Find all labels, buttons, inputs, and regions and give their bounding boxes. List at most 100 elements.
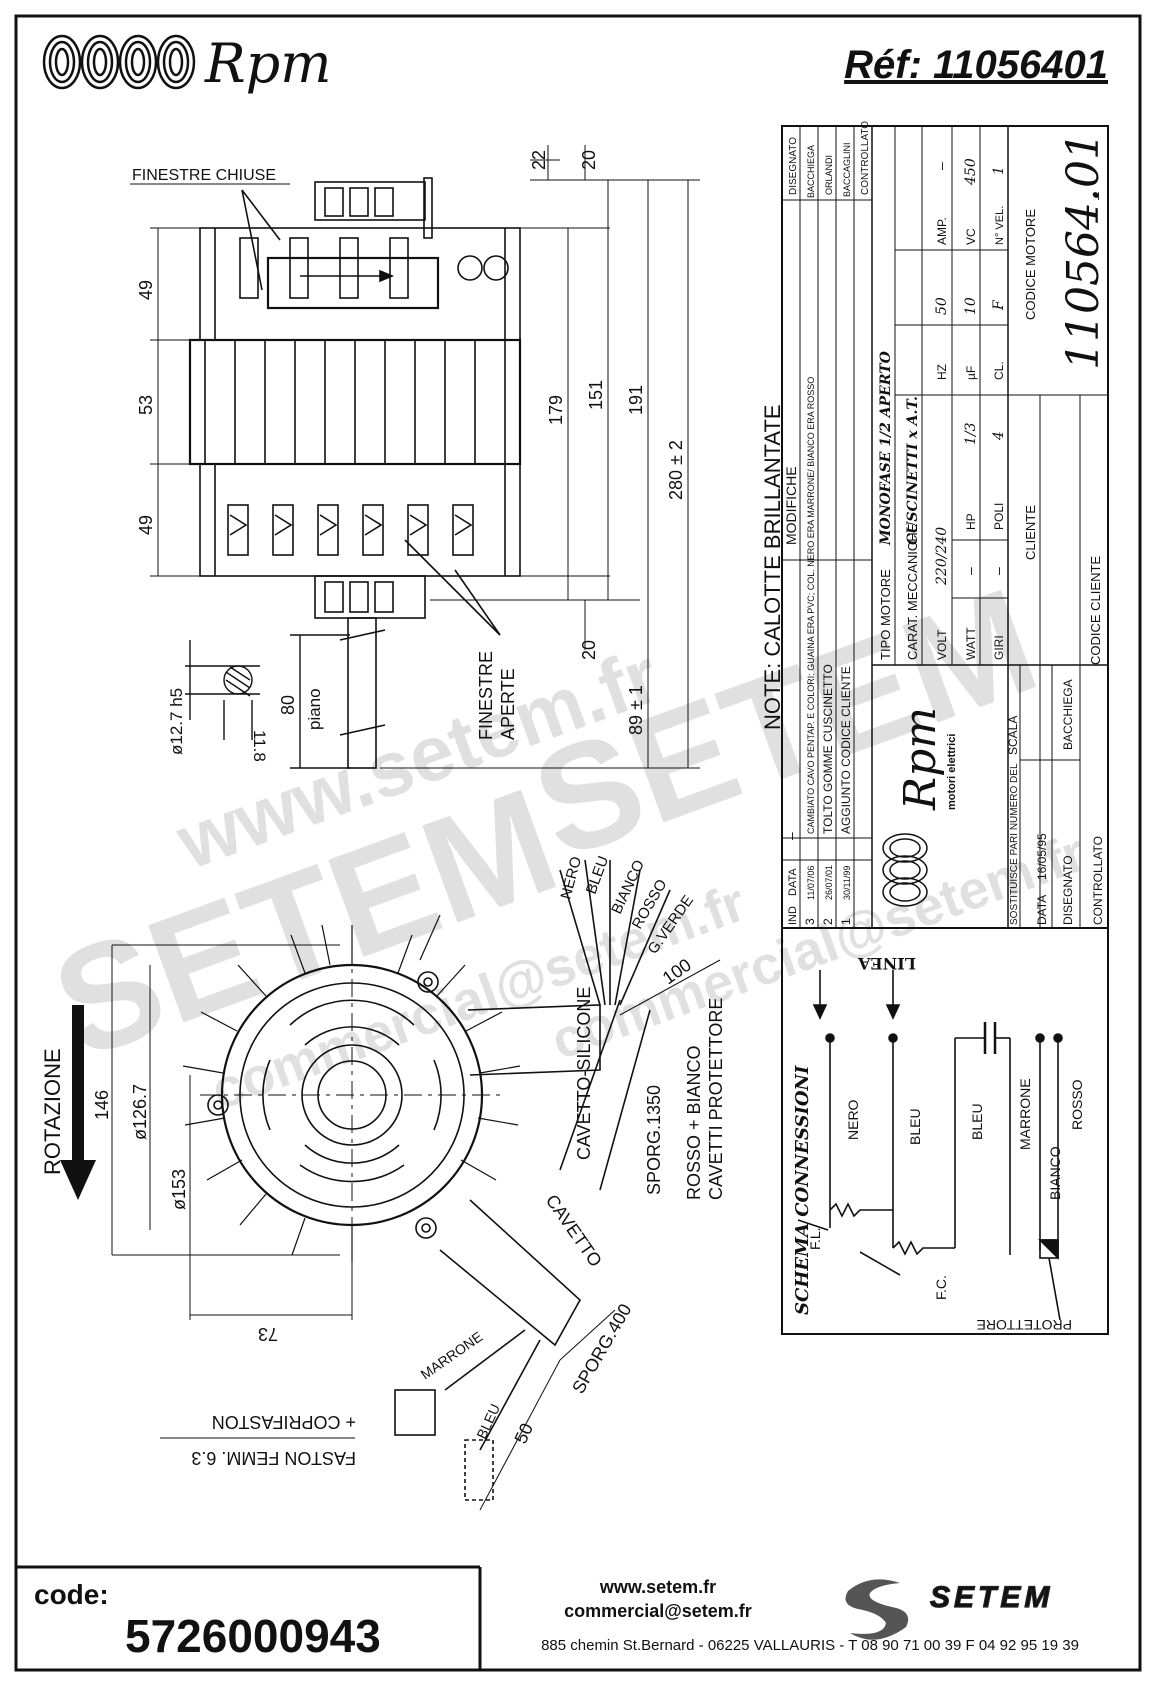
watt-label: WATT: [964, 627, 978, 660]
label-cavetto-silicone: CAVETTO-SILICONE: [574, 987, 594, 1160]
title-block-text: IND DATA MODIFICHE DISEGNATO CONTROLLATO…: [783, 121, 1109, 925]
wiring-schema: [781, 927, 1109, 1335]
dim-191: 191: [626, 385, 646, 415]
mod-2-dis: ORLANDI: [824, 155, 834, 195]
dim-153: ø153: [169, 1169, 189, 1210]
watt: –: [962, 567, 978, 575]
schema-bleu-1: BLEU: [907, 1108, 923, 1145]
carat: CUSCINETTI x A.T.: [905, 396, 921, 545]
title-logo: Rpm motori elettrici: [882, 707, 958, 907]
codice-cliente-label: CODICE CLIENTE: [1088, 556, 1103, 665]
label-cavetto: CAVETTO: [542, 1191, 606, 1271]
label-cavetti-protettore: CAVETTI PROTETTORE: [706, 998, 726, 1200]
mod-2-text: TOLTO GOMME CUSCINETTO: [821, 664, 835, 834]
motor-front-view: [111, 859, 721, 1511]
dim-shaft-length: 80: [278, 695, 298, 715]
hp-label: HP: [964, 513, 978, 530]
schema-nero: NERO: [845, 1099, 861, 1140]
mod-3-ind: 3: [803, 918, 817, 925]
code-value: 5726000943: [125, 1610, 381, 1662]
data: 16/05/95: [1035, 833, 1049, 880]
setem-logo-icon: [845, 1579, 909, 1640]
col-ind: IND: [787, 906, 799, 925]
dim-22: 22: [529, 150, 549, 170]
dim-49-top: 49: [136, 280, 156, 300]
mod-1-ind: 1: [839, 918, 853, 925]
shaft-detail: [185, 634, 350, 769]
nvel-label: N° VEL.: [994, 206, 1006, 245]
cliente-label: CLIENTE: [1023, 505, 1038, 560]
mod-1-dis: BACCAGLINI: [842, 142, 852, 197]
amp-label: AMP.: [935, 217, 949, 245]
dim-50: 50: [510, 1420, 537, 1447]
dim-49-bottom: 49: [136, 515, 156, 535]
footer-website: www.setem.fr: [599, 1577, 716, 1597]
label-piano: piano: [305, 688, 324, 730]
cl: F: [991, 299, 1007, 311]
brand-name: Rpm: [204, 32, 331, 95]
poli: 4: [991, 431, 1007, 441]
dim-53: 53: [136, 395, 156, 415]
disegnato-label: DISEGNATO: [1061, 855, 1075, 925]
carat-label: CARAT. MECCANICHE: [905, 523, 920, 660]
schema-title: SCHEMA CONNESSIONI: [792, 1065, 813, 1315]
label-finestre-aperte-1: FINESTRE: [476, 651, 496, 740]
poli-label: POLI: [992, 503, 1006, 530]
volt-label: VOLT: [935, 629, 949, 660]
tipo-motore: MONOFASE 1/2 APERTO: [878, 350, 894, 546]
hz-label: HZ: [935, 364, 949, 380]
dash-2: –: [783, 832, 799, 840]
footer-email: commercial@setem.fr: [564, 1601, 752, 1621]
svg-text:motori elettrici: motori elettrici: [946, 734, 958, 810]
scala: SCALA: [1006, 716, 1020, 755]
hz: 50: [934, 297, 950, 315]
col-controllato: CONTROLLATO: [860, 121, 871, 195]
schema-rosso: ROSSO: [1069, 1079, 1085, 1130]
dash-1: –: [1089, 192, 1105, 200]
col-disegnato: DISEGNATO: [788, 137, 799, 195]
footer-company: SETEM: [930, 1581, 1053, 1614]
volt: 220/240: [934, 527, 950, 586]
dim-sporg-400: SPORG.400: [568, 1300, 635, 1397]
mod-3-text: CAMBIATO CAVO PENTAP. E COLORI: GUAINA E…: [806, 377, 816, 834]
codice-motore-label: CODICE MOTORE: [1023, 209, 1038, 320]
schema-bleu-2: BLEU: [969, 1103, 985, 1140]
codice-motore: 110564.01: [1058, 132, 1109, 370]
schema-bianco: BIANCO: [1047, 1146, 1063, 1200]
dim-20-bottom: 20: [579, 640, 599, 660]
controllato-label: CONTROLLATO: [1091, 836, 1105, 925]
vc: 450: [963, 158, 979, 186]
rotation-arrow-icon: [60, 1005, 96, 1200]
col-modifiche: MODIFICHE: [783, 466, 799, 545]
nvel: 1: [991, 166, 1007, 175]
giri: –: [990, 567, 1006, 575]
amp: –: [933, 162, 949, 170]
disegnato: BACCHIEGA: [1061, 679, 1075, 750]
label-coprifaston: + COPRIFASTON: [212, 1412, 356, 1432]
giri-label: GIRI: [992, 635, 1006, 660]
vc-label: VC: [964, 228, 978, 245]
label-faston: FASTON FEMM. 6.3: [191, 1448, 356, 1468]
footer-address: 885 chemin St.Bernard - 06225 VALLAURIS …: [541, 1637, 1079, 1654]
schema-fc: F.C.: [933, 1275, 949, 1300]
wire-bleu-lower: BLEU: [473, 1401, 503, 1441]
dim-179: 179: [546, 395, 566, 425]
uf: 10: [963, 297, 979, 315]
dim-146: 146: [92, 1090, 112, 1120]
motor-side-view: [130, 177, 522, 769]
footer: code: 5726000943 www.setem.fr commercial…: [16, 1565, 1079, 1670]
label-finestre-chiuse: FINESTRE CHIUSE: [132, 167, 276, 184]
schema-linea: LINEA: [857, 954, 916, 973]
dim-89: 89 ± 1: [626, 685, 646, 735]
dims-left: [150, 227, 200, 577]
schema-marrone: MARRONE: [1017, 1078, 1033, 1150]
mod-2-date: 26/07/01: [824, 865, 834, 900]
mod-1-date: 30/11/99: [842, 866, 852, 900]
reference-number: Réf: 11056401: [844, 43, 1108, 87]
label-rosso-bianco: ROSSO + BIANCO: [684, 1045, 704, 1200]
hp: 1/3: [963, 422, 979, 445]
dim-151: 151: [586, 380, 606, 410]
mod-3-dis: BACCHIEGA: [806, 145, 816, 198]
dim-20-top: 20: [579, 150, 599, 170]
